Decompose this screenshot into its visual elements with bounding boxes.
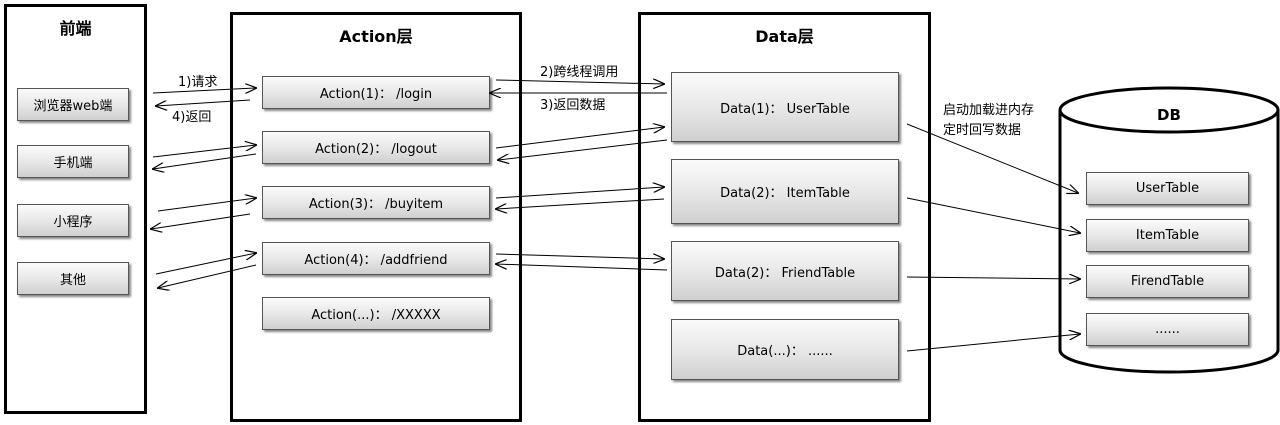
client-browser-web[interactable]: 浏览器web端 [17,88,129,121]
arrow-itemtable-to-db [906,197,1080,233]
arrow-return [156,99,251,106]
arrow-friendtable-to-addfriend [496,264,668,271]
arrow-itemtable-to-buyitem [496,198,665,209]
db-title: DB [1157,106,1181,124]
data-other[interactable]: Data(...)： ...... [671,319,899,380]
arrow-mobile-to-logout [152,145,256,158]
arrow-cross-thread-call [495,80,664,84]
label-load-into-memory: 启动加载进内存 [943,103,1035,118]
data-layer-title: Data层 [755,27,814,46]
data-usertable[interactable]: Data(1)： UserTable [671,72,899,142]
arrow-logout-to-usertable [495,127,664,149]
arrow-addfriend-to-friendtable [495,253,664,259]
arrow-friendtable-to-db [906,277,1080,279]
db-itemtable[interactable]: ItemTable [1086,219,1249,252]
arrow-usertable-to-db [906,123,1078,193]
arrow-buyitem-to-mini [151,213,251,229]
db-usertable[interactable]: UserTable [1086,172,1249,205]
action-addfriend[interactable]: Action(4)： /addfriend [262,242,490,275]
action-login[interactable]: Action(1)： /login [262,76,490,109]
label-request: 1)请求 [178,75,218,90]
action-logout[interactable]: Action(2)： /logout [262,131,490,164]
arrow-buyitem-to-itemtable [495,187,664,199]
arrow-other-to-addfriend [155,253,256,275]
data-itemtable[interactable]: Data(2)： ItemTable [671,159,899,224]
action-buyitem[interactable]: Action(3)： /buyitem [262,186,490,219]
action-layer-title: Action层 [339,27,413,46]
label-return-data: 3)返回数据 [540,98,606,113]
frontend-title: 前端 [59,19,92,38]
client-mobile[interactable]: 手机端 [17,145,129,178]
arrow-logout-to-mobile [153,153,257,169]
label-cross-thread-call: 2)跨线程调用 [540,65,619,80]
arrow-other-to-db [906,334,1080,352]
arrow-request [152,88,256,93]
client-mini-program[interactable]: 小程序 [17,204,129,237]
label-return: 4)返回 [172,110,212,125]
arrow-addfriend-to-other [158,264,257,288]
action-other[interactable]: Action(...)： /XXXXX [262,297,490,330]
arrow-mini-to-buyitem [157,198,256,212]
db-other[interactable]: ...... [1086,313,1249,346]
label-periodic-writeback: 定时回写数据 [943,123,1022,138]
data-friendtable[interactable]: Data(2)： FriendTable [671,241,899,301]
db-firendtable[interactable]: FirendTable [1086,265,1249,298]
arrow-usertable-to-logout [498,139,668,160]
client-other[interactable]: 其他 [17,262,129,295]
